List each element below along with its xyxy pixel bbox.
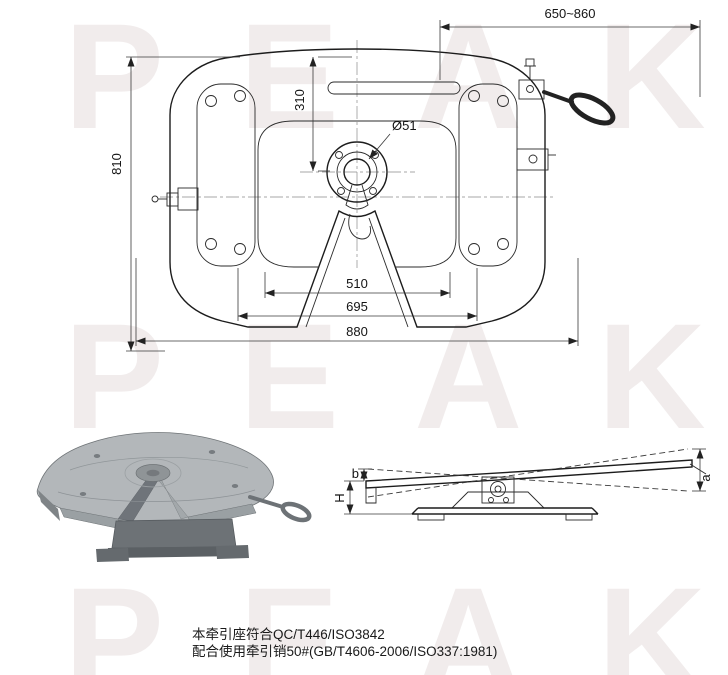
- dim-label-slot-to-center: 310: [292, 89, 307, 111]
- side-pivot-bracket: [481, 476, 515, 504]
- tilt-envelope-line: [367, 468, 689, 492]
- iso-bolt: [231, 484, 239, 488]
- iso-pedestal: [111, 518, 237, 549]
- kingpin-assembly: [326, 141, 388, 240]
- iso-foot: [216, 545, 249, 559]
- watermark-text: PEAK: [64, 556, 728, 675]
- note-line-1: 本牵引座符合QC/T446/ISO3842: [192, 627, 385, 642]
- iso-bolt: [208, 450, 216, 454]
- iso-kingpin-ring: [124, 458, 182, 488]
- throat-inner-edge: [305, 217, 346, 328]
- side-left-lip: [365, 487, 377, 504]
- iso-bolt: [93, 454, 101, 458]
- iso-foot: [96, 548, 129, 562]
- dimension-annotations: 650~860 310 Ø51 810 510 695: [109, 6, 701, 352]
- watermark-text: PEAK: [64, 0, 728, 160]
- watermark-layer: PEAK PEAK PEAK: [64, 0, 728, 675]
- iso-base-band: [107, 546, 241, 558]
- inner-contour: [257, 120, 457, 268]
- throat-inner-edge: [368, 217, 409, 328]
- side-dimensions: b H a: [332, 448, 713, 515]
- iso-handle-loop: [280, 501, 312, 523]
- iso-handle-rod: [248, 495, 285, 509]
- side-view: b H a: [332, 448, 713, 521]
- handle-rod: [542, 90, 574, 104]
- left-wing: [196, 83, 256, 267]
- tilt-envelope-line: [367, 448, 689, 498]
- centerlines: [160, 40, 556, 268]
- dim-label-top-width: 650~860: [545, 6, 596, 21]
- iso-kingpin-hole: [146, 469, 160, 477]
- compliance-notes: 本牵引座符合QC/T446/ISO3842 配合使用牵引销50#(GB/T460…: [192, 626, 497, 660]
- iso-view: [36, 432, 312, 562]
- dim-label-overall-length: 810: [109, 153, 124, 175]
- dim-label-kingpin-dia: Ø51: [392, 118, 417, 133]
- side-pedestal: [451, 491, 545, 509]
- top-view: 650~860 310 Ø51 810 510 695: [109, 6, 701, 352]
- dim-label-overall-width: 880: [346, 324, 368, 339]
- dim-label-inner-width: 510: [346, 276, 368, 291]
- top-slot: [327, 81, 461, 95]
- dim-label-H: H: [332, 493, 347, 502]
- side-ramp-edge: [689, 463, 707, 475]
- iso-surface-seam: [69, 456, 249, 471]
- side-foot: [565, 513, 593, 521]
- watermark-text: PEAK: [64, 292, 728, 460]
- dim-label-b: b: [352, 466, 359, 481]
- note-line-2: 配合使用牵引销50#(GB/T4606-2006/ISO337:1981): [192, 644, 498, 659]
- side-foot: [417, 513, 445, 521]
- side-base: [411, 507, 599, 515]
- iso-skirt: [38, 490, 60, 521]
- right-wing: [458, 83, 518, 267]
- iso-surface-seam: [57, 489, 256, 502]
- dim-label-mid-width: 695: [346, 299, 368, 314]
- dim-label-a: a: [698, 474, 713, 482]
- iso-bolt: [79, 492, 87, 496]
- left-pivot-bracket: [151, 187, 199, 211]
- right-pivot-bracket: [516, 148, 556, 171]
- side-plate: [365, 459, 693, 489]
- release-handle: [518, 58, 616, 126]
- plate-outline: [169, 48, 546, 328]
- handle-grip-loop: [568, 92, 616, 126]
